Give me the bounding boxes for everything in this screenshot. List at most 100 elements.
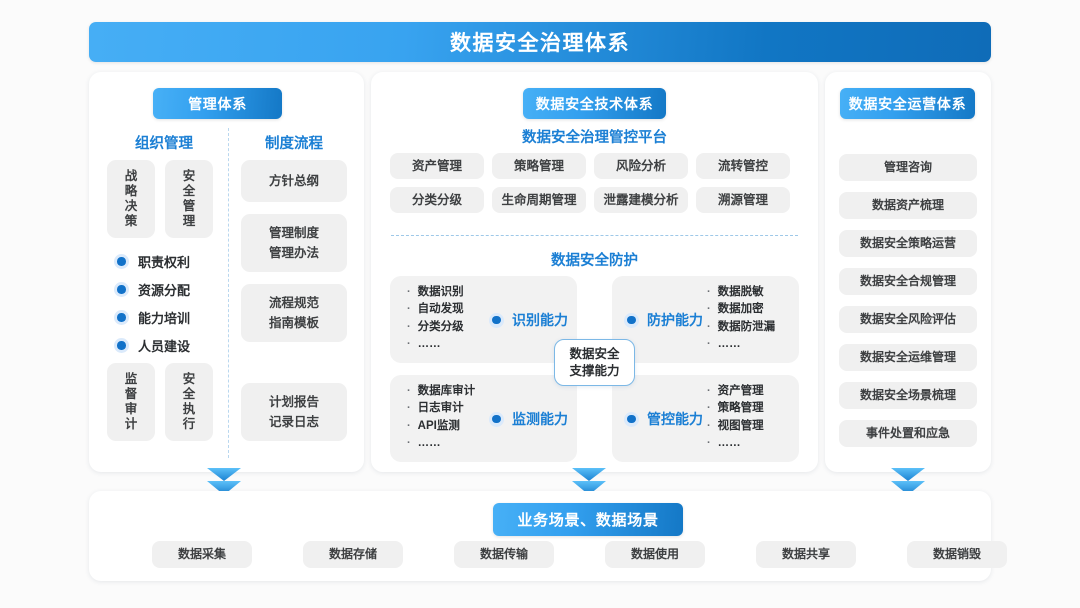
vbox-char: 策 — [124, 214, 138, 229]
list-item: 日志审计 — [417, 402, 464, 415]
capability-label-monitor: 监测能力 — [489, 409, 568, 429]
bullet-dot-icon — [489, 411, 504, 427]
vbox-char: 督 — [124, 386, 138, 401]
center-node-line: 数据安全 — [569, 346, 620, 361]
panel-business-scenarios: 业务场景、数据场景 数据采集 数据存储 数据传输 数据使用 数据共享 数据销毁 — [89, 491, 1007, 581]
process-line: 记录日志 — [268, 415, 319, 429]
vbox-security-execution: 安 全 执 行 — [165, 363, 213, 441]
capability-label-protect: 防护能力 — [624, 310, 703, 330]
capability-label-text: 识别能力 — [512, 312, 568, 328]
list-item: API监测 — [417, 419, 460, 432]
platform-pill-traceability-management: 溯源管理 — [696, 187, 790, 213]
bullet-dot-icon — [624, 312, 639, 328]
panel-operations-system: 数据安全运营体系 管理咨询 数据资产梳理 数据安全策略运营 数据安全合规管理 数… — [825, 72, 991, 472]
bullet-dot-icon — [624, 411, 639, 427]
heading-data-security-defense: 数据安全防护 — [551, 253, 638, 269]
vbox-security-management: 安 全 管 理 — [165, 160, 213, 238]
ops-pill-management-consulting: 管理咨询 — [839, 154, 977, 181]
list-bullet-icon: · — [707, 303, 711, 316]
platform-pill-flow-control: 流转管控 — [696, 153, 790, 179]
list-bullet-icon: · — [707, 385, 711, 397]
list-item: 资产管理 — [717, 385, 764, 397]
vbox-char: 执 — [182, 402, 196, 416]
vbox-char: 安 — [182, 168, 196, 183]
vbox-char: 管 — [182, 199, 196, 213]
vbox-char: 略 — [124, 183, 138, 198]
horizontal-dashed-divider — [391, 235, 798, 236]
panel-technology-system: 数据安全技术体系 数据安全治理管控平台 资产管理 策略管理 风险分析 流转管控 … — [371, 72, 818, 472]
list-bullet-icon: · — [407, 286, 411, 298]
process-line: 计划报告 — [268, 395, 319, 409]
bullet-dot-icon — [114, 282, 129, 297]
bullet-item-capability-training: 能力培训 — [114, 308, 190, 327]
list-item: …… — [417, 338, 441, 351]
ops-pill-risk-assessment: 数据安全风险评估 — [839, 306, 977, 333]
list-item: 数据识别 — [417, 286, 464, 298]
bullet-dot-icon — [114, 338, 129, 353]
capability-box-protect — [612, 276, 799, 363]
scenario-pill-data-sharing: 数据共享 — [756, 541, 856, 568]
ops-pill-maintenance-management: 数据安全运维管理 — [839, 344, 977, 371]
bullet-dot-icon — [489, 312, 504, 328]
list-bullet-icon: · — [707, 419, 711, 432]
capability-label-control: 管控能力 — [624, 409, 703, 429]
list-item: 视图管理 — [717, 419, 764, 432]
bullet-label: 人员建设 — [138, 339, 191, 354]
vbox-char: 行 — [182, 417, 196, 432]
list-bullet-icon: · — [407, 419, 411, 432]
process-line: 指南模板 — [268, 316, 319, 330]
list-bullet-icon: · — [407, 437, 411, 450]
vbox-char: 全 — [182, 386, 196, 401]
badge-management-system: 管理体系 — [153, 88, 282, 119]
capability-label-text: 监测能力 — [512, 411, 568, 427]
list-bullet-icon: · — [707, 437, 711, 450]
process-line: 管理制度 — [268, 226, 319, 240]
bullet-label: 能力培训 — [138, 311, 191, 326]
list-item: 数据防泄漏 — [717, 320, 776, 333]
panel-management-system: 管理体系 组织管理 制度流程 战 略 决 策 安 全 管 理 职责权利 资源分配… — [89, 72, 364, 472]
chevron-down-double-icon-center — [572, 468, 606, 496]
scenario-pill-data-transmission: 数据传输 — [454, 541, 554, 568]
heading-process-system: 制度流程 — [265, 136, 323, 152]
process-box-management-system: 管理制度 管理办法 — [241, 214, 347, 272]
list-bullet-icon: · — [707, 402, 711, 415]
vbox-char: 审 — [124, 402, 138, 416]
platform-pill-classification-grading: 分类分级 — [390, 187, 484, 213]
ops-pill-policy-operations: 数据安全策略运营 — [839, 230, 977, 257]
vbox-char: 计 — [124, 417, 138, 432]
badge-operations-system: 数据安全运营体系 — [840, 88, 975, 119]
capability-label-text: 管控能力 — [647, 411, 703, 427]
list-bullet-icon: · — [407, 320, 411, 333]
list-item: …… — [717, 338, 741, 351]
list-item: …… — [717, 437, 741, 450]
capability-label-identify: 识别能力 — [489, 310, 568, 330]
vbox-char: 决 — [124, 199, 138, 213]
list-item: 数据加密 — [717, 303, 764, 316]
list-bullet-icon: · — [407, 385, 411, 397]
process-line: 管理办法 — [268, 246, 319, 260]
capability-list-monitor: ·数据库审计 ·日志审计 ·API监测 ·…… — [407, 383, 475, 453]
scenario-pill-data-destruction: 数据销毁 — [907, 541, 1007, 568]
bullet-dot-icon — [114, 254, 129, 269]
process-box-process-spec: 流程规范 指南模板 — [241, 284, 347, 342]
capability-label-text: 防护能力 — [647, 312, 703, 328]
list-item: 自动发现 — [417, 303, 464, 316]
center-node-support-capability: 数据安全 支撑能力 — [554, 339, 635, 386]
scenario-pill-data-collection: 数据采集 — [152, 541, 252, 568]
bullet-item-duties-rights: 职责权利 — [114, 252, 190, 271]
ops-pill-incident-response: 事件处置和应急 — [839, 420, 977, 447]
page-title: 数据安全治理体系 — [450, 32, 630, 55]
bullet-label: 资源分配 — [138, 283, 191, 298]
heading-organization-management: 组织管理 — [135, 136, 193, 152]
list-item: 策略管理 — [717, 402, 764, 415]
list-bullet-icon: · — [407, 303, 411, 316]
list-item: 数据脱敏 — [717, 286, 764, 298]
platform-pill-lifecycle-management: 生命周期管理 — [492, 187, 586, 213]
heading-governance-platform: 数据安全治理管控平台 — [522, 130, 667, 146]
bullet-item-resource-allocation: 资源分配 — [114, 280, 190, 299]
list-bullet-icon: · — [707, 320, 711, 333]
vbox-strategy-decision: 战 略 决 策 — [107, 160, 155, 238]
capability-box-identify — [390, 276, 577, 363]
list-bullet-icon: · — [407, 402, 411, 415]
